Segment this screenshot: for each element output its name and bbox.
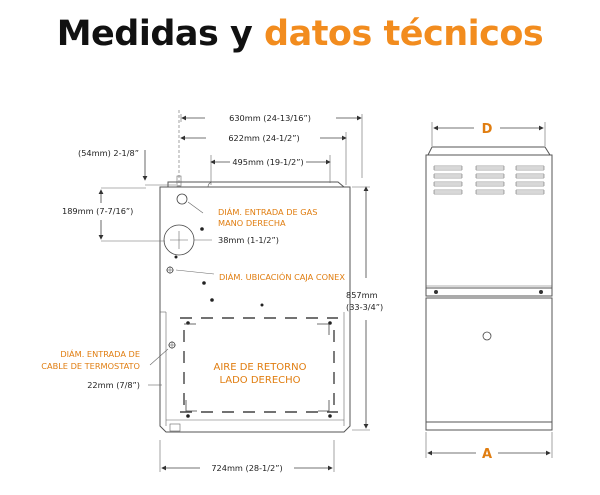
note-gas-line1: DIÁM. ENTRADA DE GAS	[218, 206, 317, 217]
dim-724: 724mm (28-1/2”)	[211, 463, 282, 473]
side-view: 630mm (24-13/16”) 622mm (24-1/2”) (54mm)…	[41, 110, 383, 473]
front-label-d: D	[482, 122, 493, 137]
dim-495: 495mm (19-1/2”)	[232, 157, 303, 167]
front-sight-hole	[482, 331, 492, 341]
side-body-outline	[159, 186, 351, 433]
dim-22: 22mm (7/8”)	[87, 380, 140, 390]
front-label-a: A	[482, 447, 492, 462]
return-air-corners	[184, 323, 330, 412]
note-conex: DIÁM. UBICACIÓN CAJA CONEX	[219, 271, 345, 282]
front-top-cap	[427, 146, 551, 156]
note-gas-line2: MANO DERECHA	[218, 218, 286, 228]
dim-630: 630mm (24-13/16”)	[229, 113, 311, 123]
dim-38: 38mm (1-1/2”)	[218, 235, 279, 245]
note-thermostat-line1: DIÁM. ENTRADA DE	[60, 348, 140, 359]
note-return-air-line2: LADO DERECHO	[219, 375, 300, 386]
front-lower-panel	[425, 297, 553, 423]
dim-857-mm: 857mm	[346, 290, 378, 300]
front-latch-strip	[425, 287, 553, 297]
dim-857-in: (33-3/4”)	[346, 302, 383, 312]
dim-54: (54mm) 2-1/8”	[78, 148, 139, 158]
title-part-orange: datos técnicos	[264, 14, 544, 54]
side-screw-dots	[174, 227, 332, 418]
dim-622: 622mm (24-1/2”)	[228, 133, 299, 143]
side-top-lip	[167, 181, 345, 188]
gas-inlet-hole	[176, 193, 188, 205]
title-part-black: Medidas y	[56, 14, 265, 54]
dim-189: 189mm (7-7/16”)	[62, 206, 133, 216]
side-top-curve	[207, 181, 214, 188]
gas-pipe-stub	[176, 175, 182, 187]
side-foot	[169, 423, 181, 432]
front-base	[425, 421, 553, 431]
front-louvers	[434, 167, 544, 193]
page-title: Medidas y datos técnicos	[0, 14, 600, 54]
front-view: D	[425, 122, 553, 462]
note-thermostat-line2: CABLE DE TERMOSTATO	[41, 361, 140, 371]
note-return-air-line1: AIRE DE RETORNO	[214, 362, 307, 373]
